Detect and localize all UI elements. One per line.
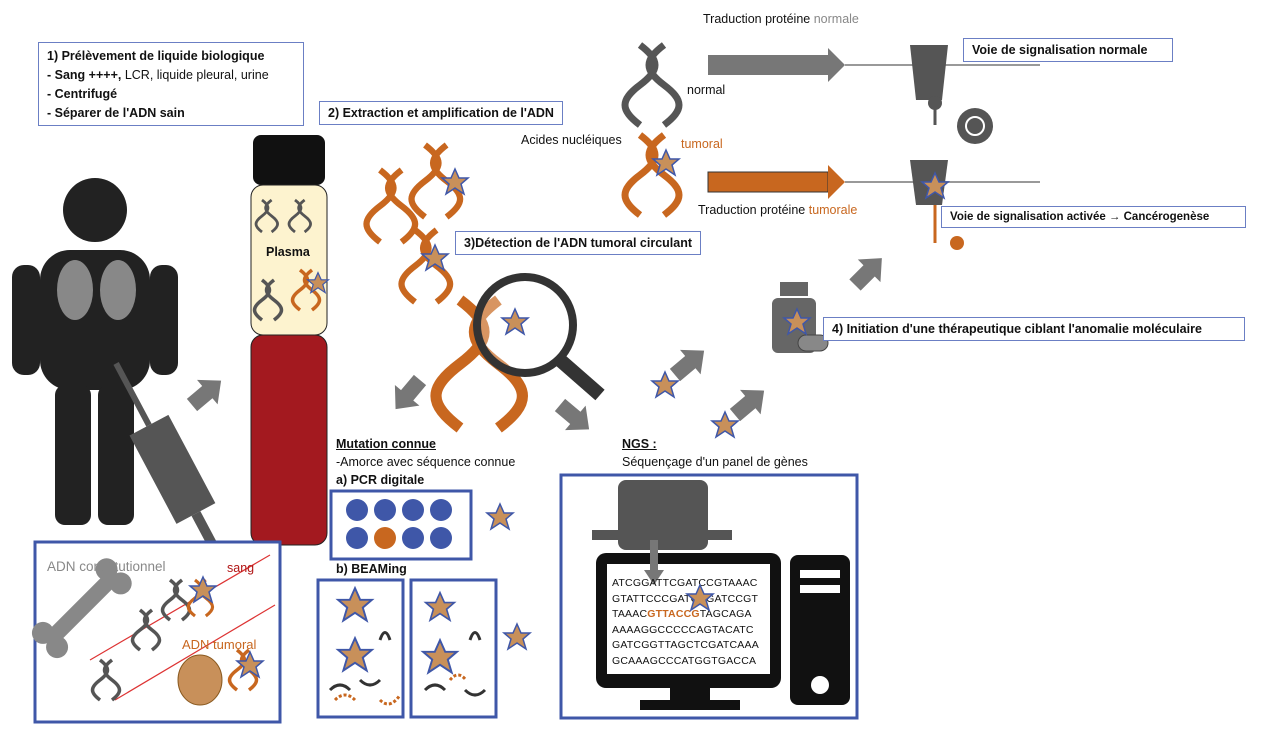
step4-box: 4) Initiation d'une thérapeutique ciblan… [823, 317, 1245, 341]
pcr-label: a) PCR digitale [336, 473, 425, 487]
pathway-normal-box: Voie de signalisation normale [963, 38, 1173, 62]
blood-label: sang [227, 561, 255, 575]
tumoral-dna-label: ADN tumoral [182, 637, 257, 652]
known-mutation-desc: -Amorce avec séquence connue [336, 455, 516, 469]
normal-label: normal [687, 83, 726, 97]
tube-blood [250, 334, 328, 546]
pathway-activated-box: Voie de signalisation activée → Cancérog… [941, 206, 1246, 228]
tube-cap [253, 135, 325, 185]
step1-line1-bold: - Sang ++++, [47, 68, 122, 82]
translation-tumoral: Traduction protéine tumorale [698, 203, 858, 217]
step1-box: 1) Prélèvement de liquide biologique - S… [38, 42, 304, 126]
step1-line2: - Centrifugé [47, 87, 118, 101]
receptor-normal [910, 45, 948, 100]
known-mutation-title: Mutation connue [336, 437, 436, 451]
blood-composition-box [33, 540, 282, 724]
magnifier-icon [473, 273, 577, 377]
beaming-label: b) BEAMing [336, 562, 407, 576]
step1-title: 1) Prélèvement de liquide biologique [47, 49, 265, 63]
ngs-desc: Séquençage d'un panel de gènes [622, 455, 808, 469]
nucleic-acids-label: Acides nucléiques [521, 133, 622, 147]
step3-box: 3)Détection de l'ADN tumoral circulant [455, 231, 702, 255]
step1-line1: LCR, liquide pleural, urine [121, 68, 269, 82]
ngs-title: NGS : [622, 437, 657, 451]
tumoral-label: tumoral [681, 137, 723, 151]
constitutional-dna-label: ADN constitutionnel [47, 559, 166, 574]
translation-normal: Traduction protéine normale [703, 12, 859, 26]
step1-line3: - Séparer de l'ADN sain [47, 106, 185, 120]
stop-icon [957, 108, 993, 144]
plasma-label: Plasma [266, 245, 310, 259]
step2-box: 2) Extraction et amplification de l'ADN [319, 101, 563, 125]
tube-plasma [250, 184, 328, 336]
